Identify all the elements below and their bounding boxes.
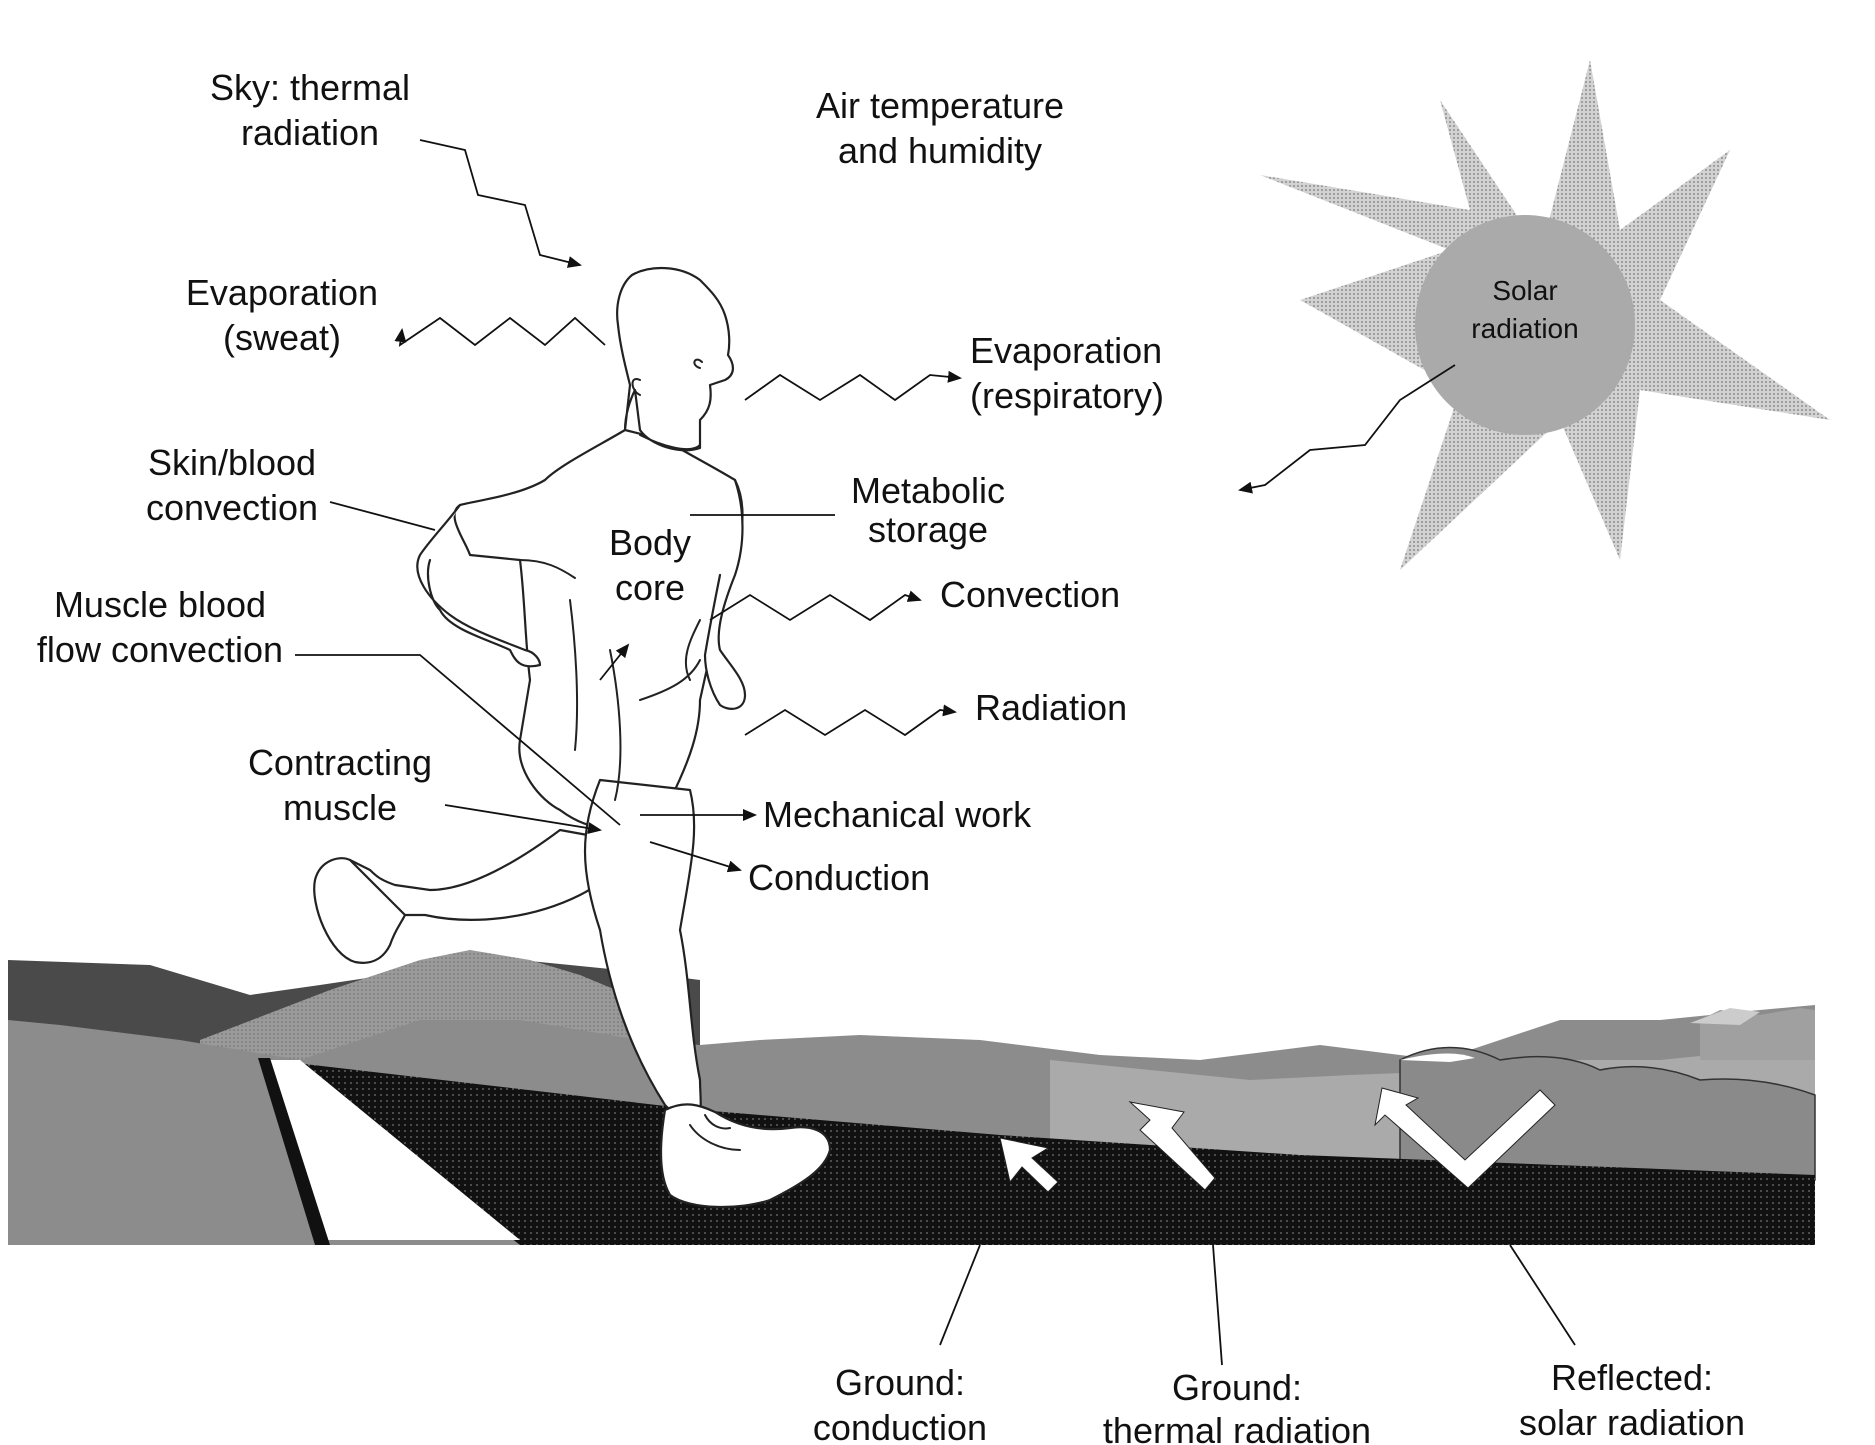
conduction-arrow <box>649 841 742 873</box>
ground-cond-leader <box>939 1244 981 1346</box>
evap-resp-label-line2: (respiratory) <box>970 375 1164 416</box>
air-label-line2: and humidity <box>838 130 1042 171</box>
reflected-label-line2: solar radiation <box>1519 1402 1745 1443</box>
solar-label-line2: radiation <box>1471 313 1578 344</box>
core-arrow <box>599 643 630 681</box>
ground-cond-label-line1: Ground: <box>835 1362 965 1403</box>
ground-thermal-leader <box>1212 1244 1223 1366</box>
ground-cond-label-line2: conduction <box>813 1407 987 1445</box>
metabolic-label-line1: Metabolic <box>851 470 1005 511</box>
reflected-label-line1: Reflected: <box>1551 1357 1713 1398</box>
metabolic-label-line2: storage <box>868 509 988 550</box>
reflected-leader <box>1509 1244 1576 1346</box>
reflected-solar-arrow <box>1374 1087 1556 1189</box>
ground-thermal-arrow <box>1128 1101 1216 1191</box>
evap-sweat-label-line1: Evaporation <box>186 272 378 313</box>
radiation-arrow <box>744 704 957 737</box>
ground-arrows <box>999 1087 1556 1193</box>
contracting-label-line1: Contracting <box>248 742 432 783</box>
sky-thermal-arrow <box>419 139 582 268</box>
runner-figure <box>313 266 832 1209</box>
conduction-label: Conduction <box>748 857 930 898</box>
evap-sweat-arrow <box>394 316 606 347</box>
air-label-line1: Air temperature <box>816 85 1064 126</box>
ground-thermal-label-line1: Ground: <box>1172 1367 1302 1408</box>
muscle-blood-label-line1: Muscle blood <box>54 584 266 625</box>
mech-work-label: Mechanical work <box>763 794 1032 835</box>
sun-icon <box>1260 60 1830 570</box>
skin-blood-label-line2: convection <box>146 487 318 528</box>
skin-blood-leader <box>329 501 436 531</box>
convection-label: Convection <box>940 574 1120 615</box>
sky-thermal-label-line1: Sky: thermal <box>210 67 410 108</box>
contracting-label-line2: muscle <box>283 787 397 828</box>
skin-blood-label-line1: Skin/blood <box>148 442 316 483</box>
ground-thermal-label-line2: thermal radiation <box>1103 1410 1371 1445</box>
terrain-landscape <box>8 950 1816 1245</box>
evap-sweat-label-line2: (sweat) <box>223 317 341 358</box>
sky-thermal-label-line2: radiation <box>241 112 379 153</box>
contracting-leader <box>444 804 602 835</box>
evap-resp-arrow <box>744 370 962 402</box>
muscle-blood-leader <box>295 654 621 826</box>
radiation-label: Radiation <box>975 687 1127 728</box>
body-core-label-line2: core <box>615 567 685 608</box>
solar-label-line1: Solar <box>1492 275 1557 306</box>
muscle-blood-label-line2: flow convection <box>37 629 283 670</box>
body-core-label-line1: Body <box>609 522 691 563</box>
ground-conduction-arrow <box>999 1137 1059 1193</box>
convection-arrow <box>709 590 922 622</box>
evap-resp-label-line1: Evaporation <box>970 330 1162 371</box>
solar-radiation-arrow <box>1238 364 1456 494</box>
